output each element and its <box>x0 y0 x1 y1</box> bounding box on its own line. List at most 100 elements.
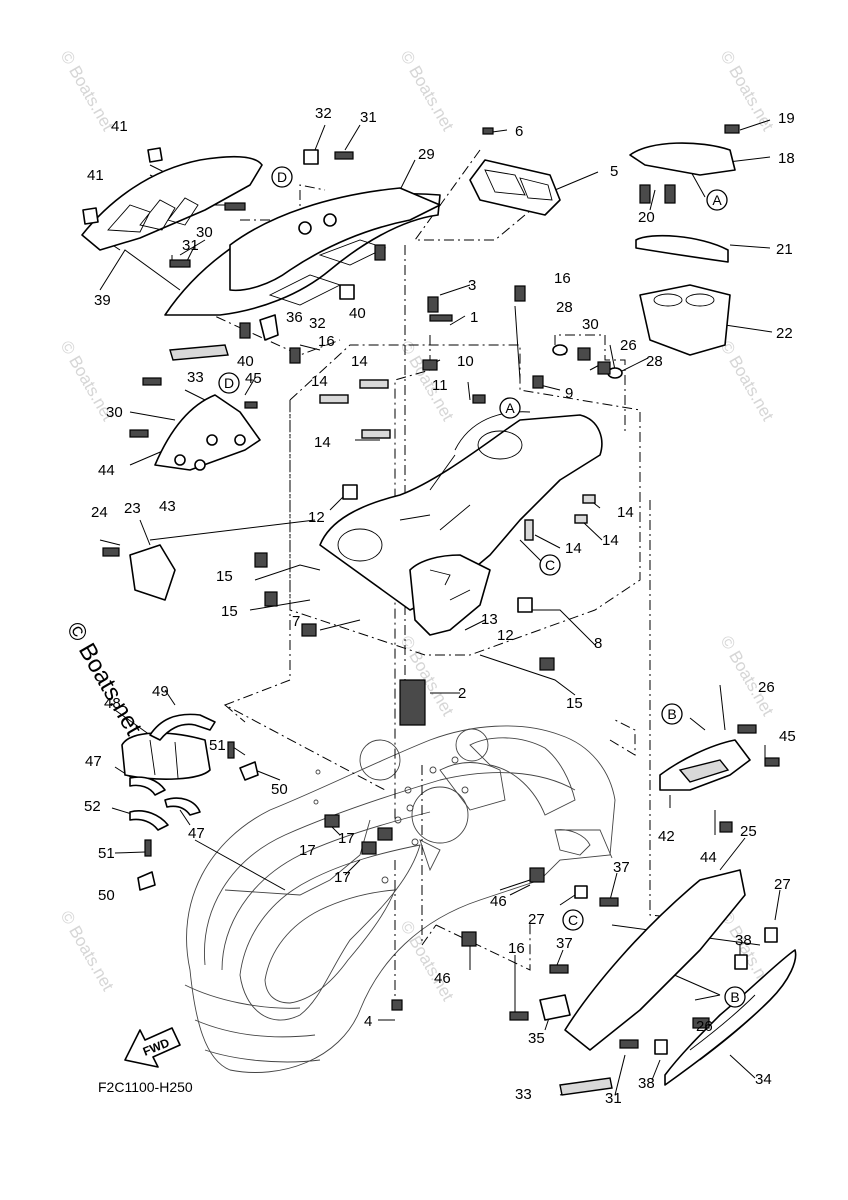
callout-15: 15 <box>566 695 583 712</box>
callout-14: 14 <box>617 504 634 521</box>
callout-16: 16 <box>554 270 571 287</box>
callout-26: 26 <box>620 337 637 354</box>
callout-47: 47 <box>188 825 205 842</box>
callout-15: 15 <box>221 603 238 620</box>
callout-43: 43 <box>159 498 176 515</box>
right-side-cover <box>564 869 746 1051</box>
hose-49 <box>149 713 216 741</box>
ref-letter-b: B <box>730 989 739 1005</box>
callout-52: 52 <box>84 798 101 815</box>
watermark: © Boats.net <box>717 633 778 720</box>
ref-letter-d: D <box>277 169 287 185</box>
watermark: © Boats.net <box>397 338 458 425</box>
left-side-cover <box>81 155 263 251</box>
callout-3: 3 <box>468 277 476 294</box>
callout-37: 37 <box>613 859 630 876</box>
callout-11: 11 <box>432 377 448 394</box>
callout-17: 17 <box>299 842 316 859</box>
callout-17: 17 <box>334 869 351 886</box>
watermark: © Boats.net <box>397 918 458 1005</box>
clip-41b <box>82 207 99 225</box>
callout-50: 50 <box>271 781 288 798</box>
callout-12: 12 <box>497 627 514 644</box>
grommet <box>194 459 206 471</box>
callout-24: 24 <box>91 504 108 521</box>
callout-19: 19 <box>778 110 795 127</box>
callout-37: 37 <box>556 935 573 952</box>
electrical-box <box>121 732 211 780</box>
watermark: © Boats.net <box>717 48 778 135</box>
callout-5: 5 <box>610 163 618 180</box>
callout-1: 1 <box>470 309 478 326</box>
ref-letter-c: C <box>545 557 555 573</box>
callout-34: 34 <box>755 1071 772 1088</box>
ref-letter-a: A <box>712 192 722 208</box>
callout-33: 33 <box>515 1086 532 1103</box>
callout-40: 40 <box>349 305 366 322</box>
callout-18: 18 <box>778 150 795 167</box>
clip-41a <box>147 147 163 163</box>
callout-27: 27 <box>774 876 791 893</box>
strap-2 <box>399 679 426 726</box>
callout-31: 31 <box>605 1090 622 1107</box>
watermark-large: © Boats.net <box>61 618 147 741</box>
watermark: © Boats.net <box>57 908 118 995</box>
grommet <box>206 434 218 446</box>
callout-28: 28 <box>556 299 573 316</box>
watermark: © Boats.net <box>397 48 458 135</box>
callout-27: 27 <box>528 911 545 928</box>
callout-44: 44 <box>98 462 115 479</box>
callout-10: 10 <box>457 353 474 370</box>
callout-30: 30 <box>196 224 213 241</box>
callout-16: 16 <box>508 940 525 957</box>
callout-26: 26 <box>758 679 775 696</box>
callout-35: 35 <box>528 1030 545 1047</box>
callout-45: 45 <box>245 370 262 387</box>
callout-30: 30 <box>582 316 599 333</box>
bracket-23 <box>129 544 176 601</box>
diagram-code: F2C1100-H250 <box>98 1079 193 1095</box>
callout-41: 41 <box>111 118 128 135</box>
callout-22: 22 <box>776 325 793 342</box>
storage-lid <box>629 142 736 176</box>
callout-39: 39 <box>94 292 111 309</box>
band-47 <box>129 776 166 796</box>
callout-45: 45 <box>779 728 796 745</box>
callout-15: 15 <box>216 568 233 585</box>
callout-41: 41 <box>87 167 104 184</box>
bracket-36 <box>259 314 279 341</box>
meter-unit <box>469 159 561 216</box>
callout-50: 50 <box>98 887 115 904</box>
callout-25: 25 <box>740 823 757 840</box>
watermark: © Boats.net <box>717 338 778 425</box>
callout-51: 51 <box>209 737 226 754</box>
callout-46: 46 <box>434 970 451 987</box>
callout-14: 14 <box>602 532 619 549</box>
pad-33 <box>169 344 229 361</box>
part-callouts: 1 2 3 4 5 6 7 8 9 10 11 12 12 13 14 14 1… <box>84 105 796 1107</box>
cup-holder <box>639 284 731 356</box>
callout-26: 26 <box>696 1018 713 1035</box>
callout-32: 32 <box>309 315 326 332</box>
lid-gasket <box>635 234 729 263</box>
callout-32: 32 <box>315 105 332 122</box>
callout-8: 8 <box>594 635 602 652</box>
grommet <box>174 454 186 466</box>
callout-51: 51 <box>98 845 115 862</box>
ref-letter-d: D <box>224 375 234 391</box>
callout-2: 2 <box>458 685 466 702</box>
callout-21: 21 <box>776 241 793 258</box>
callout-48: 48 <box>104 695 121 712</box>
callout-40: 40 <box>237 353 254 370</box>
callout-20: 20 <box>638 209 655 226</box>
callout-42: 42 <box>658 828 675 845</box>
callout-7: 7 <box>292 613 300 630</box>
callout-17: 17 <box>338 830 355 847</box>
callout-44: 44 <box>700 849 717 866</box>
fasteners <box>102 124 780 1055</box>
callout-49: 49 <box>152 683 169 700</box>
band-52 <box>129 810 169 831</box>
callout-38: 38 <box>735 932 752 949</box>
callout-12: 12 <box>308 509 325 526</box>
callout-16: 16 <box>318 333 335 350</box>
